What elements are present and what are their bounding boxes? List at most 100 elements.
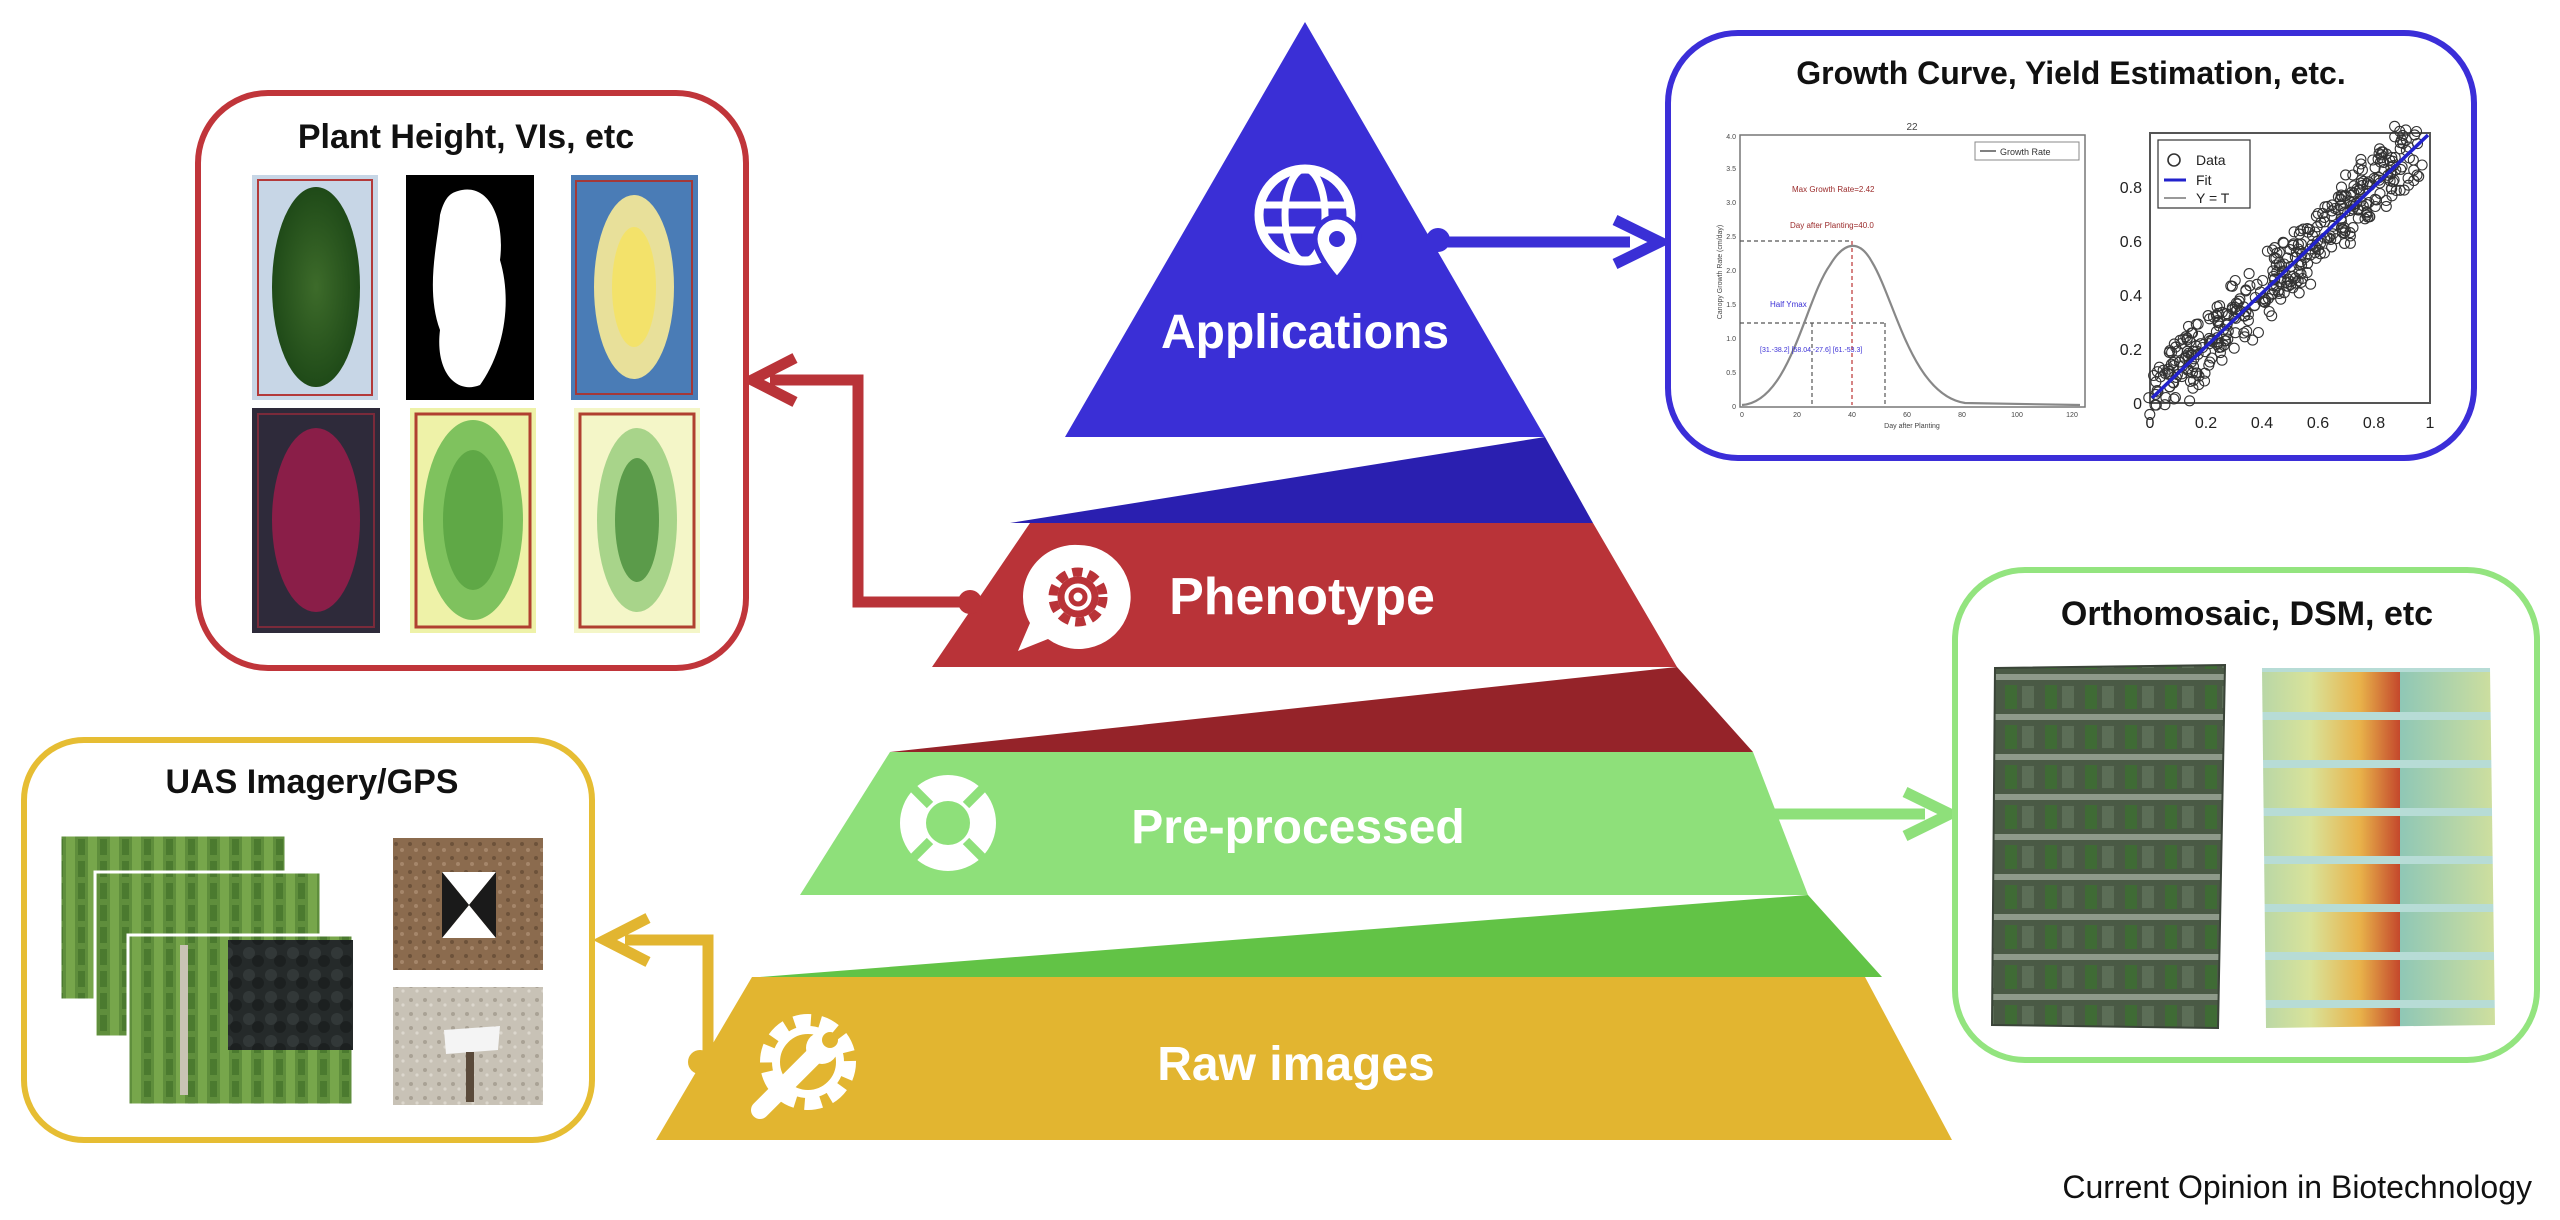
growth-ytick: 1.0 [1726,336,1736,343]
growth-rate-panel: 22 Growth Rate 0 0.5 1.0 1.5 2.0 2.5 3.0… [1717,122,2086,430]
scatter-point [2304,243,2316,255]
box-growth-curve: Growth Curve, Yield Estimation, etc. 22 … [1665,30,2477,461]
box-uas-imagery: UAS Imagery/GPS [21,737,595,1143]
vi-plot-image-green-2 [574,408,700,633]
credit-text: Current Opinion in Biotechnology [2062,1169,2532,1205]
scatter-point [2180,331,2192,343]
tier-preprocessed [800,752,1808,895]
growth-ylabel: Canopy Growth Rate (cm/day) [1717,225,1724,320]
scatter-point [2173,356,2186,368]
scatter-point [2184,375,2196,388]
tier-raw [656,977,1952,1140]
scatter-point [2188,353,2200,365]
scatter-point [2394,143,2406,155]
scatter-xtick: 1 [2426,415,2435,432]
scatter-point [2355,177,2367,189]
scatter-point [2213,320,2225,332]
tier-phenotype [932,523,1677,667]
scatter-point [2318,211,2330,223]
scatter-point [2211,301,2223,313]
scatter-point [2199,367,2211,379]
box-orthomosaic: Orthomosaic, DSM, etc [1952,567,2540,1063]
gcp-target-image [393,838,543,970]
scatter-point [2165,358,2177,370]
scatter-point [2262,292,2274,304]
scatter-point [2332,191,2344,203]
scatter-point [2340,169,2352,181]
scatter-point [2318,247,2330,259]
growth-ytick: 4.0 [1726,134,1736,141]
scatter-point [2174,334,2186,346]
pyramid-side-preprocessed [760,895,1882,977]
scatter-point [2369,193,2381,205]
scatter-point [2219,335,2231,347]
scatter-point [2240,285,2252,297]
scatter-point [2275,293,2287,305]
scatter-point [2193,370,2205,382]
orthomosaic-image [1990,663,2227,1030]
scatter-point [2332,204,2344,216]
scatter-point [2231,298,2243,310]
scatter-point [2150,376,2162,388]
scatter-point [2269,273,2281,285]
scatter-point [2211,332,2223,344]
scatter-point [2358,175,2370,187]
scatter-xtick: 0 [2146,415,2155,432]
scatter-ytick: 0.4 [2120,288,2142,305]
scatter-point [2251,278,2263,290]
scatter-point [2326,241,2338,253]
scatter-fit-line [2150,133,2430,400]
scatter-point [2305,278,2317,290]
vi-plot-image-green-1 [410,408,536,633]
scatter-point [2153,361,2165,373]
wrench-gear-icon [751,1014,856,1119]
scatter-point [2241,325,2253,337]
scatter-point [2335,222,2347,234]
scatter-point [2337,223,2349,235]
scatter-point [2169,354,2181,367]
scatter-point [2356,164,2368,176]
scatter-point [2384,154,2396,166]
scatter-point [2410,125,2423,138]
scatter-point [2293,266,2305,278]
scatter-point [2344,237,2356,249]
scatter-point [2204,356,2216,368]
scatter-point [2368,172,2380,184]
gear-chat-icon [1018,544,1131,651]
growth-annot-range: [31.-38.2] [58.04.-27.6] [61.-53.3] [1760,347,1862,354]
lifebuoy-icon [896,771,1000,875]
scatter-point [2290,246,2302,258]
scatter-point [2400,124,2412,136]
scatter-point [2325,233,2337,246]
scatter-point [2266,244,2279,256]
scatter-point [2186,327,2198,339]
scatter-point [2184,395,2196,407]
scatter-point [2284,244,2296,256]
tier-label-phenotype: Phenotype [1169,568,1435,626]
growth-rate-curve [1741,244,2081,407]
scatter-point [2348,180,2360,192]
scatter-point [2212,307,2224,319]
scatter-point [2252,326,2264,339]
scatter-xtick: 0.6 [2307,415,2329,432]
scatter-point [2416,159,2428,171]
scatter-point [2382,169,2394,181]
scatter-point [2386,190,2398,202]
scatter-legend-data: Data [2196,152,2226,168]
scatter-point [2234,293,2246,305]
scatter-point [2395,134,2408,146]
growth-ytick: 0 [1732,404,1736,411]
growth-xtick: 40 [1848,412,1856,419]
scatter-point [2278,258,2290,270]
scatter-point [2216,354,2228,366]
scatter-point [2221,308,2233,320]
scatter-point [2385,183,2397,195]
tier-label-applications: Applications [1161,306,1449,359]
scatter-point [2338,237,2351,249]
uas-image-stack [58,833,355,1107]
scatter-point [2362,176,2374,188]
scatter-point [2361,198,2373,211]
scatter-point [2243,268,2255,280]
scatter-point [2228,342,2240,354]
growth-annot-half: Half Ymax [1770,300,1807,309]
